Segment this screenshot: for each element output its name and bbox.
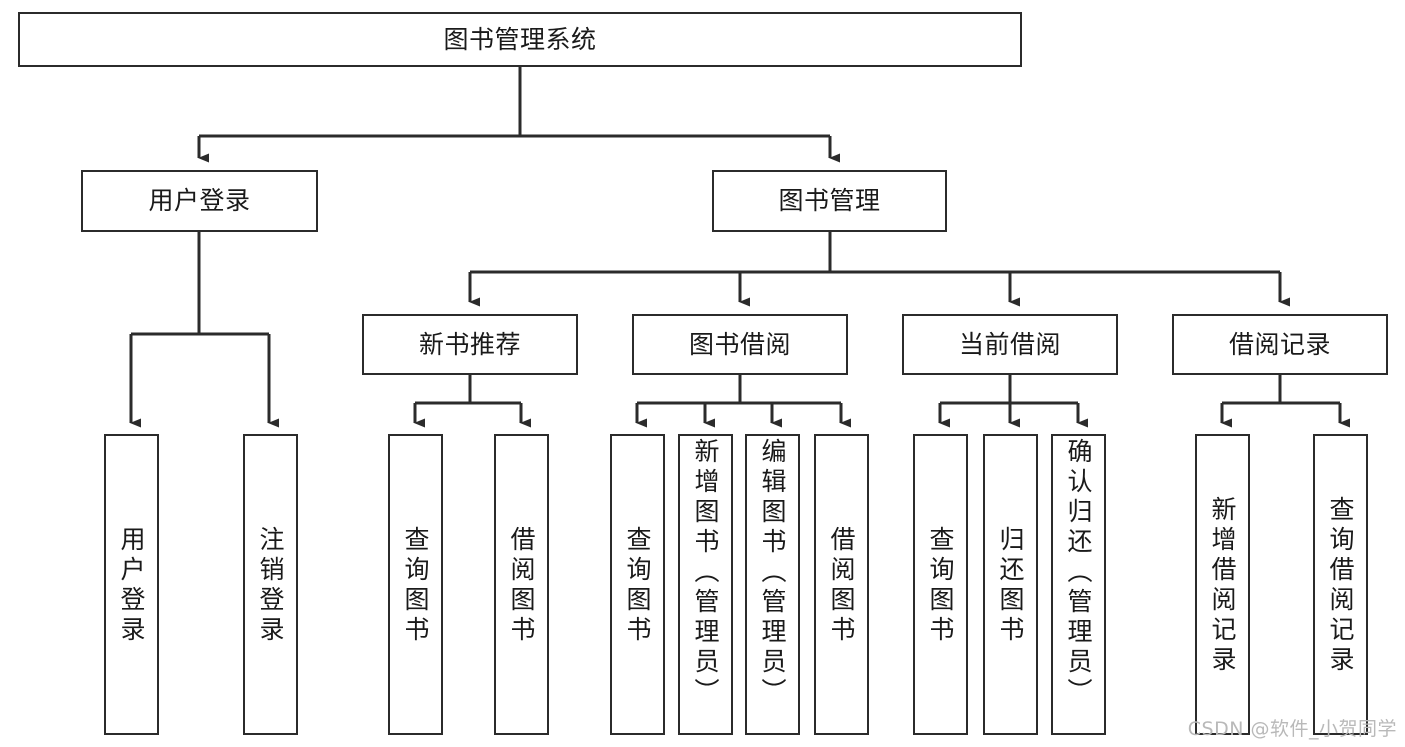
node-leaf-borrow-book-1-label: 借阅图书 (507, 525, 536, 646)
node-leaf-query-book-1-label: 查询图书 (401, 525, 430, 646)
node-borrow-record[interactable]: 借阅记录 (1172, 314, 1388, 375)
node-leaf-query-book-2-label: 查询图书 (623, 525, 652, 646)
node-leaf-user-login-label: 用户登录 (117, 525, 146, 646)
node-leaf-query-record[interactable]: 查询借阅记录 (1313, 434, 1368, 735)
node-leaf-edit-book-label: 编辑图书（管理员） (758, 438, 787, 708)
node-user-login-label: 用户登录 (148, 186, 251, 216)
node-leaf-query-book-1[interactable]: 查询图书 (388, 434, 443, 735)
csdn-watermark: CSDN @软件_小贺同学 (1187, 718, 1397, 740)
node-current-borrow-label: 当前借阅 (958, 329, 1061, 359)
node-leaf-user-login[interactable]: 用户登录 (104, 434, 159, 735)
node-user-login[interactable]: 用户登录 (81, 170, 318, 232)
node-leaf-edit-book[interactable]: 编辑图书（管理员） (745, 434, 800, 735)
node-leaf-query-book-3-label: 查询图书 (926, 525, 955, 646)
node-root[interactable]: 图书管理系统 (18, 12, 1022, 67)
node-leaf-query-book-3[interactable]: 查询图书 (913, 434, 968, 735)
node-leaf-query-book-2[interactable]: 查询图书 (610, 434, 665, 735)
node-book-borrow-label: 图书借阅 (688, 329, 791, 359)
node-leaf-borrow-book-1[interactable]: 借阅图书 (494, 434, 549, 735)
node-leaf-borrow-book-2-label: 借阅图书 (827, 525, 856, 646)
node-borrow-record-label: 借阅记录 (1228, 329, 1331, 359)
node-new-book-rec-label: 新书推荐 (418, 329, 521, 359)
node-leaf-add-book[interactable]: 新增图书（管理员） (678, 434, 733, 735)
node-root-label: 图书管理系统 (443, 24, 597, 54)
node-leaf-logout[interactable]: 注销登录 (243, 434, 298, 735)
node-leaf-borrow-book-2[interactable]: 借阅图书 (814, 434, 869, 735)
node-book-borrow[interactable]: 图书借阅 (632, 314, 848, 375)
node-leaf-add-record[interactable]: 新增借阅记录 (1195, 434, 1250, 735)
node-leaf-add-record-label: 新增借阅记录 (1208, 495, 1237, 676)
node-book-manage[interactable]: 图书管理 (712, 170, 947, 232)
node-leaf-add-book-label: 新增图书（管理员） (691, 438, 720, 708)
node-leaf-query-record-label: 查询借阅记录 (1326, 495, 1355, 676)
node-leaf-return-book-label: 归还图书 (996, 525, 1025, 646)
node-leaf-confirm-return[interactable]: 确认归还（管理员） (1051, 434, 1106, 735)
node-leaf-confirm-return-label: 确认归还（管理员） (1064, 438, 1093, 708)
node-book-manage-label: 图书管理 (778, 186, 881, 216)
node-leaf-logout-label: 注销登录 (256, 525, 285, 646)
node-new-book-rec[interactable]: 新书推荐 (362, 314, 578, 375)
node-leaf-return-book[interactable]: 归还图书 (983, 434, 1038, 735)
node-current-borrow[interactable]: 当前借阅 (902, 314, 1118, 375)
